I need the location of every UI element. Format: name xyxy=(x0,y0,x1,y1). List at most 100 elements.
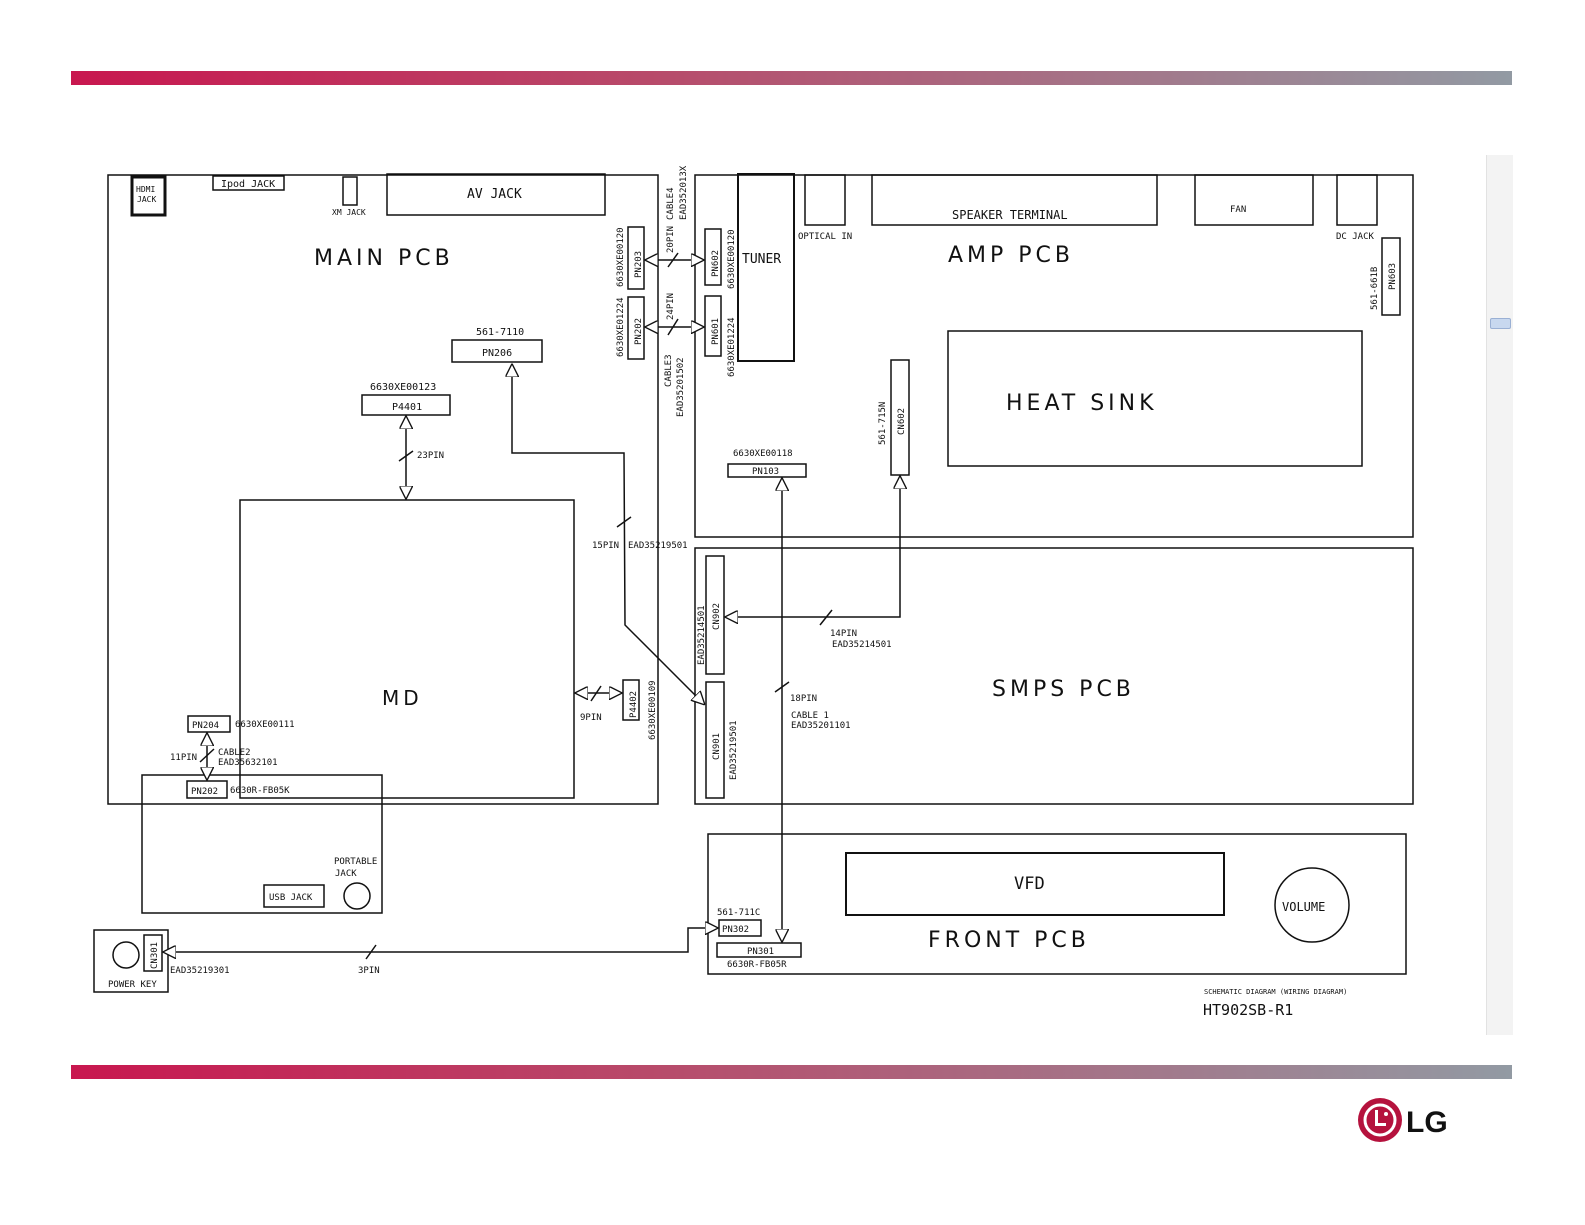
pn103-part: 6630XE00118 xyxy=(733,449,793,459)
cn902-part: EAD35214501 xyxy=(697,605,707,665)
cn901-part: EAD35219501 xyxy=(729,720,739,780)
fan xyxy=(1194,174,1314,226)
cable3-part: EAD35201502 xyxy=(676,357,686,417)
pn206-connector xyxy=(451,339,543,363)
pn103-label: PN103 xyxy=(752,467,779,477)
wire-15pin xyxy=(512,365,704,704)
pn202-usb-part: 6630R-FB05K xyxy=(230,786,290,796)
wire-3pin-tick xyxy=(365,944,377,960)
usb-jack xyxy=(263,884,325,908)
pn206-label: PN206 xyxy=(482,348,512,359)
pn603-connector xyxy=(1381,237,1401,316)
front-pcb-board xyxy=(707,833,1407,975)
portable-jack-label-1: PORTABLE xyxy=(334,857,377,867)
bottom-accent-bar xyxy=(71,1065,1512,1079)
xm-jack-label: XM JACK xyxy=(332,208,366,217)
pn601-part: 6630XE01224 xyxy=(727,317,737,377)
pn206-part: 561-7110 xyxy=(476,327,524,338)
main-pcb-title: MAIN PCB xyxy=(314,246,454,271)
fan-label: FAN xyxy=(1230,205,1246,215)
usb-sub-board xyxy=(141,774,383,914)
scroll-thumb[interactable] xyxy=(1490,318,1511,329)
pn203-part: 6630XE00120 xyxy=(616,227,626,287)
heat-sink-title: HEAT SINK xyxy=(1006,391,1158,416)
pin3-label: 3PIN xyxy=(358,966,380,976)
vfd-label: VFD xyxy=(1014,874,1045,894)
wire-24pin-tick xyxy=(667,318,679,336)
ipod-jack-label: Ipod JACK xyxy=(221,179,275,190)
power-key-label: POWER KEY xyxy=(108,980,157,990)
pn601-connector xyxy=(704,295,722,357)
cn301-connector xyxy=(143,934,163,972)
cable1-label: CABLE 1 xyxy=(791,711,829,721)
wire-15pin-tick xyxy=(616,516,632,528)
p4401-part: 6630XE00123 xyxy=(370,382,436,393)
pin15-label: 15PIN xyxy=(592,541,619,551)
speaker-terminal xyxy=(871,174,1158,226)
cn902-label: CN902 xyxy=(712,603,722,630)
amp-pcb-board xyxy=(694,174,1414,538)
cn901-connector xyxy=(705,681,725,799)
hdmi-jack-label-2: JACK xyxy=(137,195,156,204)
volume-label: VOLUME xyxy=(1282,900,1325,914)
av-jack-label: AV JACK xyxy=(467,187,522,202)
pn202-main-label: PN202 xyxy=(634,318,644,345)
cn602-label: CN602 xyxy=(897,408,907,435)
portable-jack xyxy=(343,882,371,910)
ipod-jack xyxy=(212,175,285,191)
usb-jack-label: USB JACK xyxy=(269,893,313,903)
pn603-part: 561-661B xyxy=(1370,267,1380,310)
cable2-part: EAD35632101 xyxy=(218,758,278,768)
wire-20pin-tick xyxy=(667,252,679,268)
pn204-label: PN204 xyxy=(192,721,219,731)
smps-pcb-board xyxy=(694,547,1414,805)
tuner-module xyxy=(737,173,795,362)
pn204-part: 6630XE00111 xyxy=(235,720,295,730)
pn202-main-part: 6630XE01224 xyxy=(616,297,626,357)
pin20-label: 20PIN xyxy=(666,226,676,253)
pin14-label: 14PIN xyxy=(830,629,857,639)
speaker-terminal-label: SPEAKER TERMINAL xyxy=(952,208,1068,222)
power-key-button xyxy=(112,941,140,969)
wire-3pin xyxy=(164,928,717,952)
cn901-label: CN901 xyxy=(712,733,722,760)
dc-jack-label: DC JACK xyxy=(1336,232,1375,242)
wire-23pin-tick xyxy=(398,450,414,462)
dc-jack xyxy=(1336,174,1378,226)
cable15-label: EAD35219501 xyxy=(628,541,688,551)
pn301-part: 6630R-FB05R xyxy=(727,960,787,970)
cable3-label: CABLE3 xyxy=(664,354,674,387)
cn602-part: 561-715N xyxy=(878,402,888,445)
pn302-part: 561-711C xyxy=(717,908,760,918)
pin23-label: 23PIN xyxy=(417,451,444,461)
pn602-label: PN602 xyxy=(711,250,721,277)
cable2-label: CABLE2 xyxy=(218,748,251,758)
pin9-label: 9PIN xyxy=(580,713,602,723)
p4401-connector xyxy=(361,394,451,416)
cn301-part: EAD35219301 xyxy=(170,966,230,976)
heat-sink xyxy=(947,330,1363,467)
pn301-label: PN301 xyxy=(747,947,774,957)
optical-in xyxy=(804,174,846,226)
pn202-usb-connector xyxy=(186,780,228,799)
wire-14pin xyxy=(726,477,900,617)
cable14-label: EAD35214501 xyxy=(832,640,892,650)
side-scroll-strip[interactable] xyxy=(1486,155,1513,1035)
pn602-part: 6630XE00120 xyxy=(727,229,737,289)
pn202-usb-label: PN202 xyxy=(191,787,218,797)
hdmi-jack-label-1: HDMI xyxy=(136,185,155,194)
optical-in-label: OPTICAL IN xyxy=(798,232,852,242)
front-pcb-title: FRONT PCB xyxy=(928,928,1090,953)
pn202-main-connector xyxy=(627,296,645,360)
md-title: MD xyxy=(382,686,423,710)
schematic-caption: SCHEMATIC DIAGRAM (WIRING DIAGRAM) xyxy=(1204,988,1347,996)
volume-knob xyxy=(1274,867,1350,943)
av-jack xyxy=(386,173,606,216)
pn601-label: PN601 xyxy=(711,318,721,345)
pn204-connector xyxy=(187,715,231,733)
pn203-label: PN203 xyxy=(634,251,644,278)
vfd-display xyxy=(845,852,1225,916)
pn302-connector xyxy=(718,919,762,937)
tuner-label: TUNER xyxy=(742,252,781,267)
power-key-board xyxy=(93,929,169,993)
